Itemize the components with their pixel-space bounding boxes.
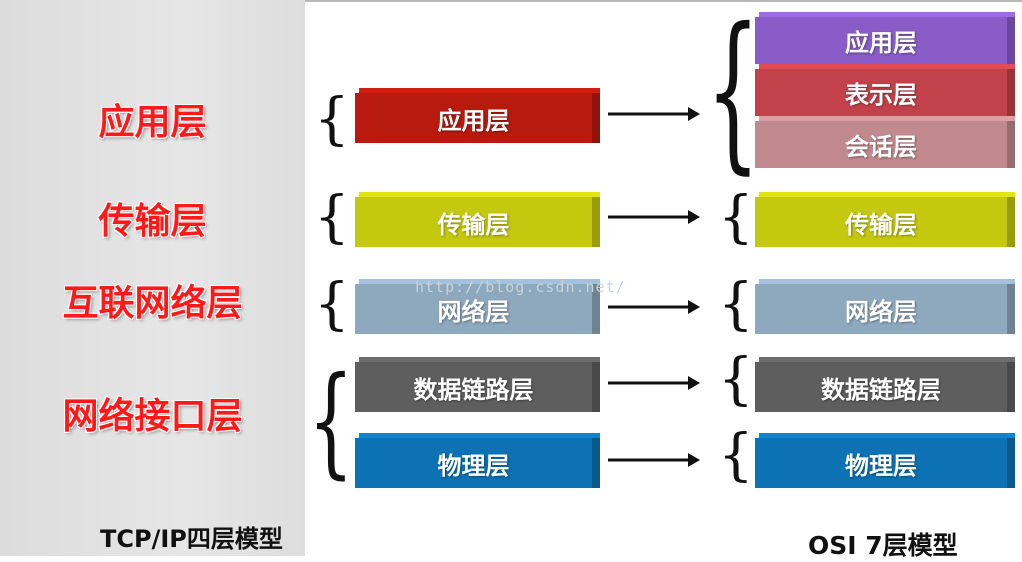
arrow-4 (608, 376, 700, 390)
tcpip-layer-transport: 传输层 (98, 201, 207, 242)
osi-box-transport: 传输层 (755, 192, 1015, 247)
watermark: http://blog.csdn.net/ (415, 278, 626, 296)
brace-right-2: { (718, 185, 754, 250)
brace-left-1: { (314, 87, 350, 152)
brace-left-3: { (314, 272, 350, 337)
brace-right-1: { (706, 0, 761, 190)
middle-box-transport: 传输层 (355, 192, 600, 247)
tcpip-panel (0, 0, 305, 556)
brace-right-3: { (718, 272, 754, 337)
osi-box-application: 应用层 (755, 12, 1015, 64)
arrow-2 (608, 210, 700, 224)
tcpip-model-title: TCP/IP四层模型 (100, 525, 283, 553)
tcpip-layer-network-interface: 网络接口层 (62, 396, 243, 437)
brace-left-4: { (308, 352, 354, 491)
osi-box-session: 会话层 (755, 116, 1015, 168)
middle-box-data-link: 数据链路层 (355, 357, 600, 412)
tcpip-layer-internet: 互联网络层 (62, 283, 243, 324)
osi-box-network: 网络层 (755, 279, 1015, 334)
tcpip-layer-application: 应用层 (98, 102, 207, 143)
brace-right-5: { (718, 423, 754, 488)
brace-right-4: { (718, 347, 754, 412)
osi-box-physical: 物理层 (755, 433, 1015, 488)
arrow-3 (608, 300, 700, 314)
osi-model-title: OSI 7层模型 (808, 531, 958, 560)
arrow-1 (608, 107, 700, 121)
osi-box-presentation: 表示层 (755, 64, 1015, 116)
top-border (305, 0, 1022, 2)
middle-box-physical: 物理层 (355, 433, 600, 488)
osi-box-data-link: 数据链路层 (755, 357, 1015, 412)
middle-box-network: 网络层 (355, 279, 600, 334)
brace-left-2: { (314, 185, 350, 250)
middle-box-application: 应用层 (355, 88, 600, 143)
arrow-5 (608, 453, 700, 467)
